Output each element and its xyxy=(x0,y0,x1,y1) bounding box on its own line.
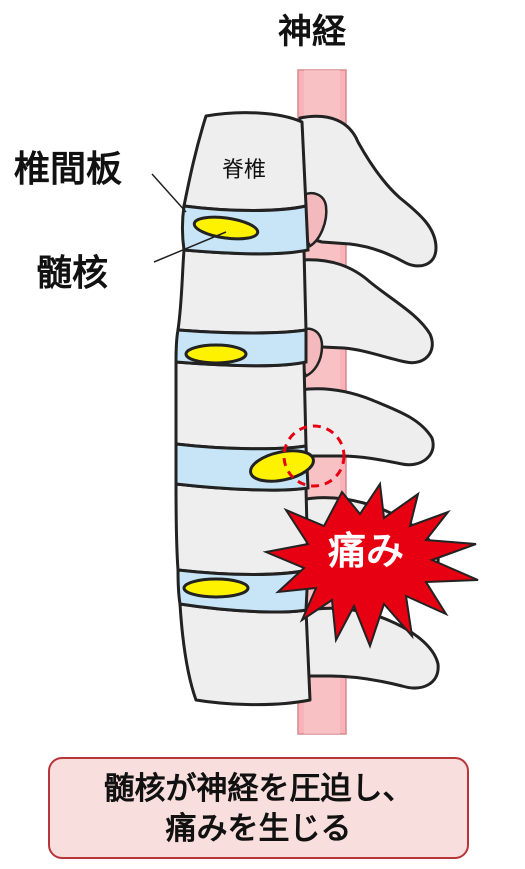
nucleus-leader-line xyxy=(153,231,227,263)
caption-line-1: 髄核が神経を圧迫し、 xyxy=(103,771,414,807)
nucleus-4 xyxy=(182,577,250,599)
pain-burst xyxy=(262,481,479,649)
vertebral-bodies xyxy=(174,111,312,707)
nucleus-herniated xyxy=(249,449,315,483)
nucleus-label: 髄核 xyxy=(36,253,109,294)
disc-label: 椎間板 xyxy=(14,149,123,190)
disc-leader-line xyxy=(151,173,187,213)
pain-label: 痛み xyxy=(328,529,405,573)
nucleus-2 xyxy=(184,343,248,365)
caption-line-2: 痛みを生じる xyxy=(165,811,352,847)
caption-box: 髄核が神経を圧迫し、 痛みを生じる xyxy=(48,757,469,859)
nuclei xyxy=(182,215,315,599)
nerve-label: 神経 xyxy=(278,12,346,52)
vertebra-label: 脊椎 xyxy=(222,158,267,183)
spinous-processes xyxy=(298,114,440,690)
nucleus-1 xyxy=(192,215,260,241)
compression-highlight-circle xyxy=(282,424,346,488)
